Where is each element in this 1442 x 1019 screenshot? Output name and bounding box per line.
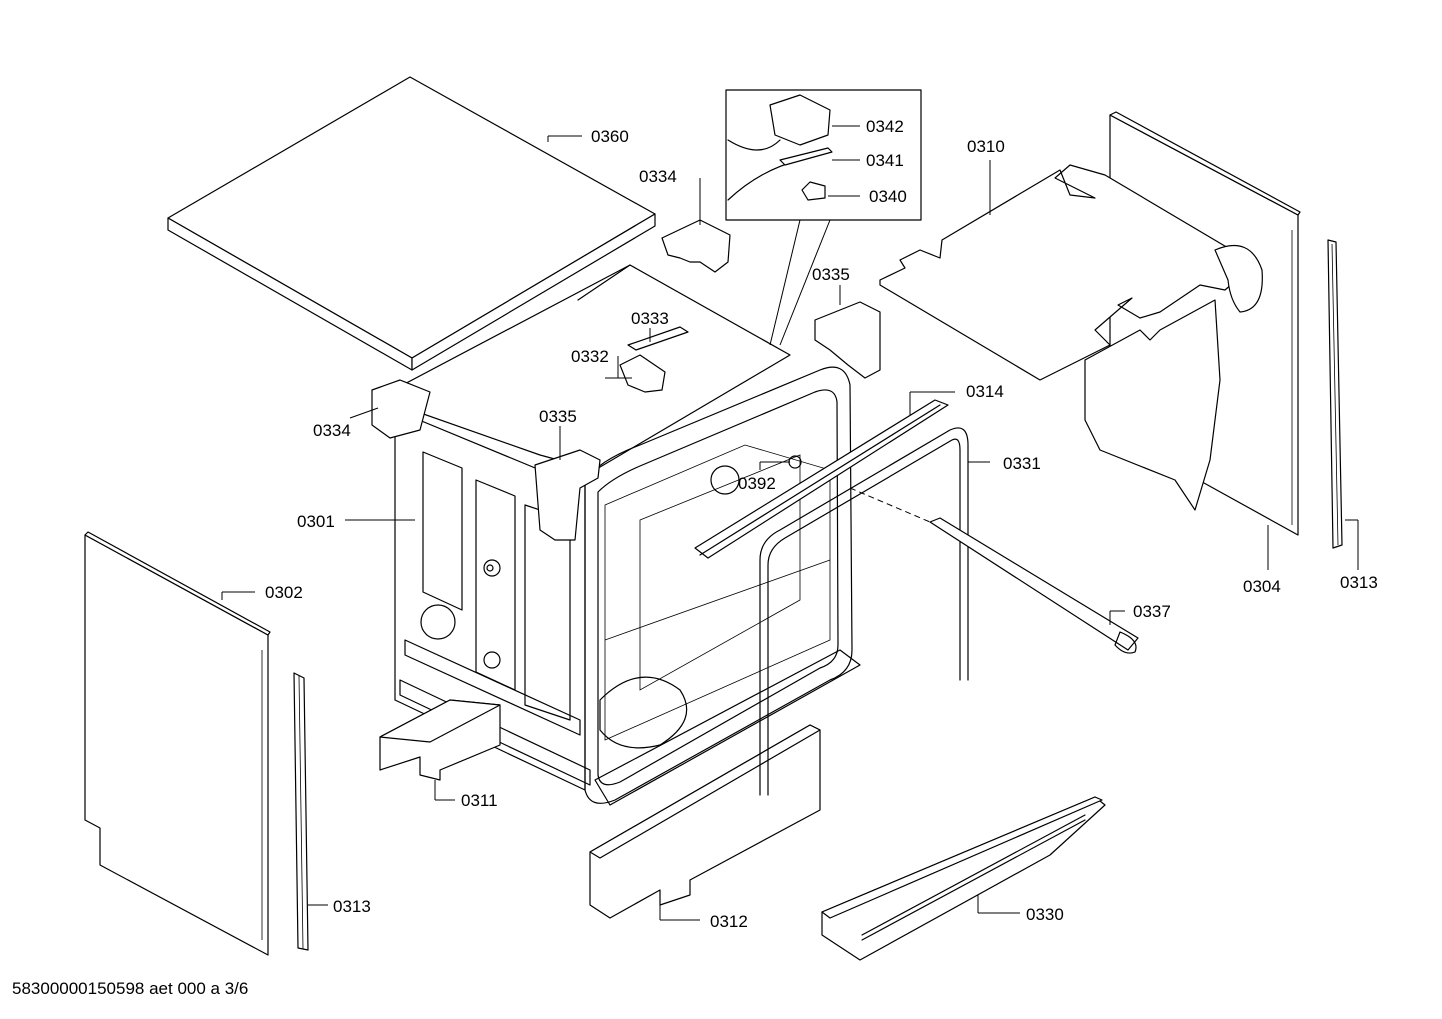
part-0334-clip-left [371,379,431,439]
label-0330: 0330 [1026,905,1064,924]
label-0340: 0340 [869,187,907,206]
part-0313-right-seal-strip [1327,239,1343,549]
part-0313-left-seal-strip [293,672,309,951]
drawing-reference-footer: 58300000150598 aet 000 a 3/6 [12,979,249,998]
label-0333: 0333 [631,309,669,328]
label-0302: 0302 [265,583,303,602]
label-0392: 0392 [738,474,776,493]
label-0342: 0342 [866,117,904,136]
leader-lines [221,125,1359,921]
part-0337-door-rail [849,487,1139,654]
part-0335-bracket-right [814,301,881,379]
detail-inset-box [725,89,922,346]
label-0335-front: 0335 [539,407,577,426]
label-0304: 0304 [1243,577,1281,596]
part-0331-door-gasket [759,427,969,796]
label-0312: 0312 [710,912,748,931]
label-0335-right: 0335 [812,265,850,284]
label-0334-top: 0334 [639,167,677,186]
label-0341: 0341 [866,151,904,170]
label-0334-left: 0334 [313,421,351,440]
label-0313-right: 0313 [1340,573,1378,592]
label-0360: 0360 [591,127,629,146]
label-0331: 0331 [1003,454,1041,473]
label-0332: 0332 [571,347,609,366]
part-0311-base-foam-left [379,699,501,781]
label-0313-left: 0313 [333,897,371,916]
part-0314-top-rail [694,399,949,559]
part-0312-base-foam-front [589,724,821,919]
label-0311: 0311 [461,791,498,810]
label-0314: 0314 [966,382,1004,401]
label-0310: 0310 [967,137,1005,156]
part-labels: 0360 0342 0341 0340 0310 0334 0334 0335 … [265,117,1378,931]
part-0334-clip-top [661,219,731,273]
part-0392-small-part [788,455,802,469]
label-0301: 0301 [297,512,335,531]
part-0302-left-side-panel [84,531,271,956]
label-0337: 0337 [1133,602,1171,621]
part-0335-bracket-front [534,449,601,541]
part-0333-small-part [627,326,689,351]
part-0332-small-part [619,354,666,393]
part-0360-top-cover [167,76,656,371]
part-0310-insulation-mat [879,164,1263,511]
part-0330-plinth [821,796,1106,961]
